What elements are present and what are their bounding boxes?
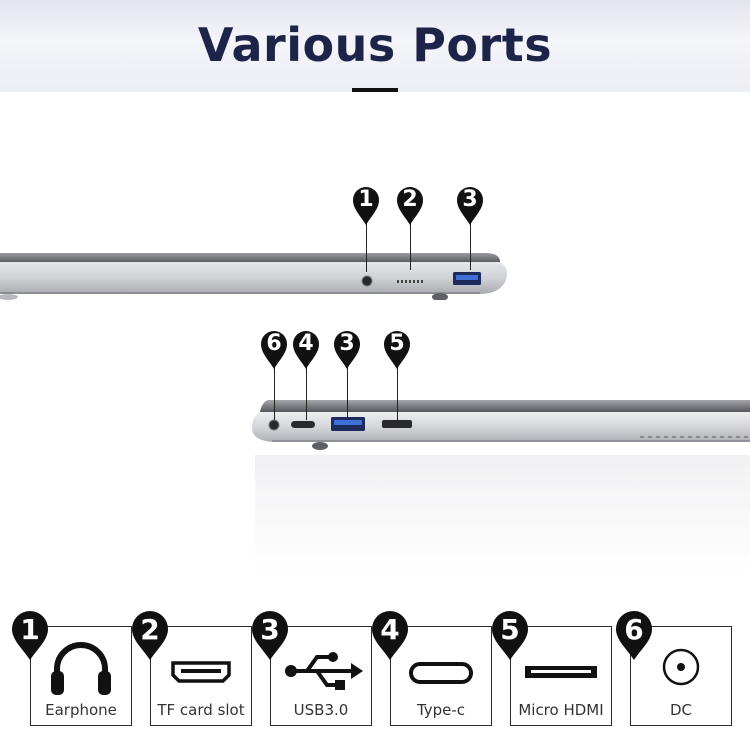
port-card-earphone: Earphone — [30, 626, 132, 726]
page-title: Various Ports — [197, 18, 553, 72]
laptop-side-right-view — [252, 400, 750, 450]
port-number-badge: 2 — [130, 610, 170, 662]
port-number-badge: 3 — [250, 610, 290, 662]
headphones-icon — [51, 642, 111, 695]
port-label: Earphone — [45, 701, 117, 719]
dc-power-icon — [662, 648, 700, 686]
micro-hdmi-icon — [525, 666, 597, 678]
port-number-badge: 1 — [10, 610, 50, 662]
marker-line — [410, 222, 411, 270]
laptop-shadow — [255, 455, 750, 575]
marker-line — [274, 364, 275, 420]
marker-pin-icon — [384, 331, 410, 369]
laptop-side-left-view — [0, 253, 508, 300]
marker-pin-icon — [132, 611, 168, 660]
marker-pin-icon — [293, 331, 319, 369]
port-marker: 3 — [455, 186, 485, 236]
marker-pin-icon — [616, 611, 652, 660]
marker-pin-icon — [372, 611, 408, 660]
port-marker: 5 — [382, 330, 412, 380]
marker-pin-icon — [334, 331, 360, 369]
marker-line — [397, 364, 398, 420]
port-marker: 2 — [395, 186, 425, 236]
marker-line — [366, 222, 367, 272]
port-label: Type-c — [416, 701, 466, 719]
port-label: TF card slot — [157, 701, 245, 719]
marker-line — [470, 222, 471, 270]
marker-line — [306, 364, 307, 420]
header-banner: Various Ports — [0, 0, 750, 92]
port-card-type-c: Type-c — [390, 626, 492, 726]
marker-line — [347, 364, 348, 418]
port-card-micro-hdmi: Micro HDMI — [510, 626, 612, 726]
port-label: DC — [669, 701, 693, 719]
port-marker: 4 — [291, 330, 321, 380]
marker-pin-icon — [252, 611, 288, 660]
port-label: Micro HDMI — [518, 701, 604, 719]
port-label: USB3.0 — [293, 701, 349, 719]
port-marker: 6 — [259, 330, 289, 380]
port-card-tf-card-slot: TF card slot — [150, 626, 252, 726]
marker-pin-icon — [353, 187, 379, 225]
port-card-usb3: USB3.0 — [270, 626, 372, 726]
marker-pin-icon — [492, 611, 528, 660]
type-c-icon — [409, 662, 473, 684]
marker-pin-icon — [397, 187, 423, 225]
usb-icon — [285, 652, 363, 690]
marker-pin-icon — [457, 187, 483, 225]
marker-pin-icon — [12, 611, 48, 660]
port-number-badge: 4 — [370, 610, 410, 662]
title-underline — [352, 88, 398, 92]
marker-pin-icon — [261, 331, 287, 369]
port-marker: 1 — [351, 186, 381, 236]
port-marker: 3 — [332, 330, 362, 380]
port-number-badge: 6 — [614, 610, 654, 662]
port-number-badge: 5 — [490, 610, 530, 662]
card-slot-icon — [171, 661, 231, 683]
